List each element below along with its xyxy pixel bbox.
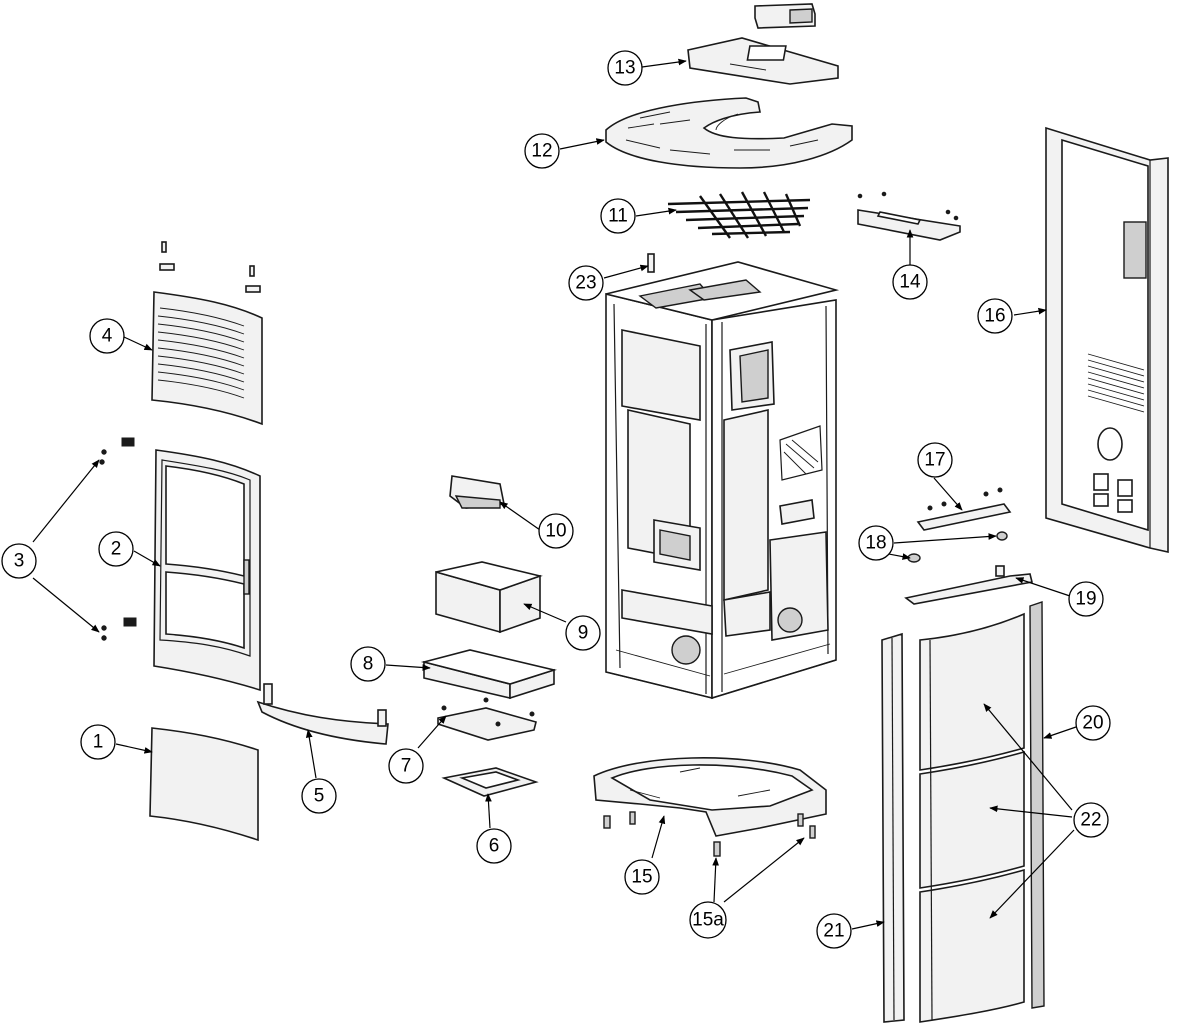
callout-4: 4 (89, 318, 125, 354)
callout-12-label: 12 (531, 141, 552, 162)
part-base (593, 757, 827, 857)
callout-6-label: 6 (489, 836, 500, 857)
part-front-grille (151, 241, 263, 426)
callout-5-label: 5 (314, 786, 325, 807)
part-tray (420, 649, 557, 700)
callout-15a: 15a (689, 901, 727, 939)
part-fan-box (449, 475, 505, 509)
callout-23: 23 (568, 265, 604, 301)
part-main-frame (605, 261, 840, 700)
callout-2: 2 (98, 531, 134, 567)
callout-9-label: 9 (578, 623, 589, 644)
callout-16: 16 (977, 298, 1013, 334)
callout-22: 22 (1073, 802, 1109, 838)
callout-8: 8 (350, 646, 386, 682)
callout-8-label: 8 (363, 654, 374, 675)
callout-10-label: 10 (545, 521, 566, 542)
part-side-panel (1045, 126, 1169, 553)
callout-12: 12 (524, 133, 560, 169)
callout-7: 7 (388, 748, 424, 784)
part-bracket-17 (916, 487, 1012, 531)
callout-23-label: 23 (575, 273, 596, 294)
callout-14-label: 14 (899, 272, 921, 293)
callout-21: 21 (816, 913, 852, 949)
callout-11: 11 (600, 198, 636, 234)
callout-13-label: 13 (614, 58, 635, 79)
part-top-outlet (754, 3, 816, 29)
part-top-plate (687, 37, 839, 85)
callout-15a-label: 15a (692, 910, 724, 931)
callout-3-label: 3 (14, 551, 25, 572)
part-side-covers (919, 612, 1025, 1023)
callout-1: 1 (80, 724, 116, 760)
part-profile-right (1029, 601, 1045, 1009)
callout-1-label: 1 (93, 732, 104, 753)
part-lower-panel (149, 727, 259, 842)
callout-13: 13 (607, 50, 643, 86)
callout-20-label: 20 (1082, 713, 1103, 734)
callout-22-label: 22 (1080, 810, 1101, 831)
callout-14: 14 (892, 264, 928, 300)
callout-10: 10 (538, 513, 574, 549)
callout-19-label: 19 (1075, 589, 1096, 610)
callout-3: 3 (1, 543, 37, 579)
callout-6: 6 (476, 828, 512, 864)
callout-18: 18 (858, 525, 894, 561)
callout-18-label: 18 (865, 533, 886, 554)
callout-20: 20 (1075, 705, 1111, 741)
callout-2-label: 2 (111, 539, 122, 560)
callout-19: 19 (1068, 581, 1104, 617)
callout-17: 17 (917, 442, 953, 478)
callout-4-label: 4 (102, 326, 113, 347)
callout-15-label: 15 (631, 867, 652, 888)
callout-9: 9 (565, 615, 601, 651)
leader-lines (32, 58, 1077, 930)
part-gasket (441, 767, 539, 797)
part-knob-18 (907, 531, 1008, 563)
part-top-ring (605, 97, 853, 169)
part-front-door (99, 437, 261, 692)
callout-16-label: 16 (984, 306, 1005, 327)
callout-7-label: 7 (401, 756, 412, 777)
callout-15: 15 (624, 859, 660, 895)
part-flap (256, 683, 389, 745)
callout-21-label: 21 (823, 921, 844, 942)
part-plate-screws (437, 697, 537, 741)
callout-5: 5 (301, 778, 337, 814)
part-grid (667, 191, 811, 239)
callout-17-label: 17 (924, 450, 945, 471)
part-bracket-19 (904, 565, 1033, 605)
part-ash-box (435, 561, 543, 634)
callout-11-label: 11 (608, 206, 628, 227)
part-profile-left (881, 632, 905, 1023)
part-top-bracket (857, 191, 961, 241)
